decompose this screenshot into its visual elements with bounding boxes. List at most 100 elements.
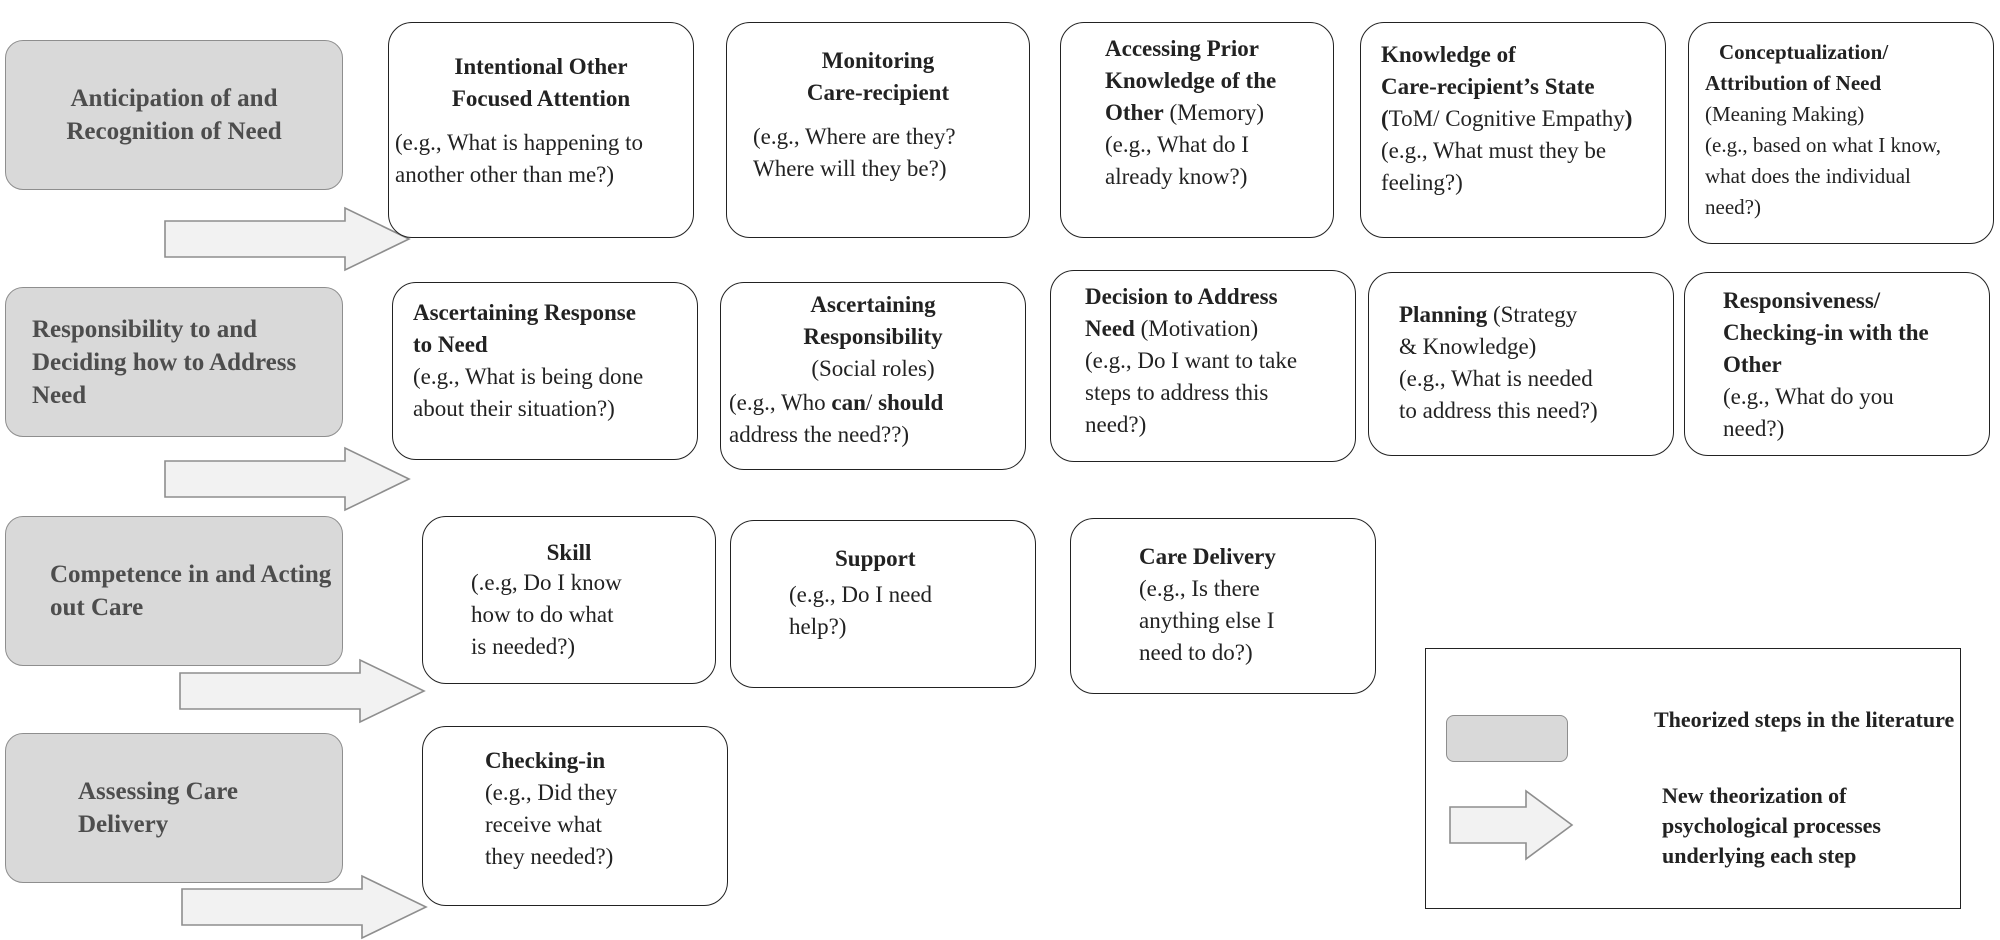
process-example: / bbox=[865, 390, 879, 415]
process-title: Other bbox=[1723, 352, 1782, 377]
process-title: Intentional Other bbox=[454, 54, 628, 79]
process-title: Care-recipient bbox=[806, 80, 950, 105]
arrow-row2 bbox=[164, 446, 411, 512]
process-example: (e.g., Did they bbox=[485, 780, 618, 805]
process-subtitle: (Social roles) bbox=[811, 356, 935, 381]
process-example: steps to address this bbox=[1085, 380, 1269, 405]
process-example: Where will they be?) bbox=[753, 156, 947, 181]
process-title: Planning bbox=[1399, 302, 1488, 327]
legend-line: Theorized steps in the bbox=[1654, 707, 1860, 732]
process-subtitle: (Strategy bbox=[1487, 302, 1578, 327]
step-line: Deciding how to bbox=[32, 348, 205, 376]
process-decision-to-address: Decision to Address Need (Motivation) (e… bbox=[1050, 270, 1356, 462]
process-example: need to do?) bbox=[1139, 640, 1253, 665]
process-title: Responsiveness/ bbox=[1723, 288, 1881, 313]
process-title: Knowledge of the bbox=[1105, 68, 1277, 93]
process-title: Knowledge of bbox=[1381, 42, 1516, 67]
process-accessing-prior-knowledge: Accessing Prior Knowledge of the Other (… bbox=[1060, 22, 1334, 238]
process-title: Support bbox=[835, 546, 916, 571]
legend-line: literature bbox=[1865, 707, 1955, 732]
process-example: (e.g., What is needed bbox=[1399, 366, 1593, 391]
process-example: (e.g., What must they be bbox=[1381, 138, 1607, 163]
step-line: Responsibility to and bbox=[32, 315, 258, 343]
process-example: (e.g., What is being done bbox=[413, 364, 644, 389]
step-line: Acting out Care bbox=[50, 561, 332, 621]
process-example: how to do what bbox=[471, 602, 614, 627]
process-intentional-attention: Intentional Other Focused Attention (e.g… bbox=[388, 22, 694, 238]
process-title: to Need bbox=[413, 332, 488, 357]
process-example: address the need??) bbox=[729, 422, 910, 447]
process-example: about their situation?) bbox=[413, 396, 615, 421]
step-assessing-care: Assessing Care Delivery bbox=[5, 733, 343, 883]
process-subtitle: ToM/ Cognitive Empathy bbox=[1388, 106, 1625, 131]
process-knowledge-state: Knowledge of Care-recipient’s State (ToM… bbox=[1360, 22, 1666, 238]
process-support: Support (e.g., Do I need help?) bbox=[730, 520, 1036, 688]
legend-line: New theorization of bbox=[1662, 783, 1847, 808]
process-subtitle: & Knowledge) bbox=[1399, 334, 1537, 359]
process-example: anything else I bbox=[1139, 608, 1275, 633]
arrow-row4 bbox=[181, 874, 428, 940]
process-care-delivery: Care Delivery (e.g., Is there anything e… bbox=[1070, 518, 1376, 694]
arrow-row1 bbox=[164, 206, 411, 272]
process-title: Monitoring bbox=[821, 48, 935, 73]
process-example: receive what bbox=[485, 812, 602, 837]
step-line: Assessing Care bbox=[78, 778, 238, 805]
process-conceptualization: Conceptualization/ Attribution of Need (… bbox=[1688, 22, 1994, 244]
process-title-paren: ) bbox=[1624, 106, 1633, 131]
process-example: what does the individual bbox=[1705, 164, 1911, 188]
process-title: Focused Attention bbox=[451, 86, 631, 111]
legend-arrow-swatch bbox=[1449, 789, 1574, 861]
process-ascertaining-responsibility: Ascertaining Responsibility (Social role… bbox=[720, 282, 1026, 470]
process-example: (e.g., Is there bbox=[1139, 576, 1260, 601]
process-planning: Planning (Strategy & Knowledge) (e.g., W… bbox=[1368, 272, 1674, 456]
process-responsiveness: Responsiveness/ Checking-in with the Oth… bbox=[1684, 272, 1990, 456]
process-example: feeling?) bbox=[1381, 170, 1463, 195]
process-subtitle: (Meaning Making) bbox=[1705, 102, 1865, 126]
process-example: (.e.g, Do I know bbox=[471, 570, 622, 595]
process-title: Checking-in with the bbox=[1723, 320, 1929, 345]
process-title: Ascertaining Response bbox=[413, 300, 636, 325]
process-checking-in: Checking-in (e.g., Did they receive what… bbox=[422, 726, 728, 906]
process-example: (e.g., Where are they? bbox=[753, 124, 956, 149]
legend-line: underlying each step bbox=[1662, 843, 1857, 868]
process-example: (e.g., What do you bbox=[1723, 384, 1894, 409]
process-example: (e.g., Do I want to take bbox=[1085, 348, 1298, 373]
step-competence-acting: Competence in and Acting out Care bbox=[5, 516, 343, 666]
process-example: (e.g., Do I need bbox=[789, 582, 933, 607]
process-title: Accessing Prior bbox=[1105, 36, 1259, 61]
step-responsibility-deciding: Responsibility to and Deciding how to Ad… bbox=[5, 287, 343, 437]
process-subtitle: (Motivation) bbox=[1134, 316, 1259, 341]
process-title: Responsibility bbox=[803, 324, 943, 349]
process-title-paren: ( bbox=[1381, 106, 1389, 131]
step-line: Anticipation of and bbox=[70, 85, 278, 112]
step-anticipation-recognition: Anticipation of and Recognition of Need bbox=[5, 40, 343, 190]
process-example: need?) bbox=[1705, 195, 1761, 219]
process-example: (e.g., What is happening to bbox=[395, 130, 644, 155]
process-example: (e.g., Who bbox=[729, 390, 832, 415]
process-example: another other than me?) bbox=[395, 162, 615, 187]
process-title: Other bbox=[1105, 100, 1164, 125]
process-title: Ascertaining bbox=[810, 292, 936, 317]
step-line: Address Need bbox=[32, 348, 297, 409]
process-title: Care Delivery bbox=[1139, 544, 1276, 569]
process-example: they needed?) bbox=[485, 844, 614, 869]
process-subtitle: (Memory) bbox=[1163, 100, 1265, 125]
step-line: Recognition of Need bbox=[66, 118, 282, 145]
process-title: Attribution of Need bbox=[1705, 71, 1882, 95]
process-example: need?) bbox=[1085, 412, 1147, 437]
process-example: help?) bbox=[789, 614, 847, 639]
process-example: is needed?) bbox=[471, 634, 576, 659]
arrow-row3 bbox=[179, 658, 426, 724]
process-example: need?) bbox=[1723, 416, 1785, 441]
legend-theorized-label: Theorized steps in the literature bbox=[1654, 705, 1954, 735]
process-ascertaining-response: Ascertaining Response to Need (e.g., Wha… bbox=[392, 282, 698, 460]
process-example: already know?) bbox=[1105, 164, 1248, 189]
step-line: Competence in and bbox=[50, 561, 256, 588]
process-title: Need bbox=[1085, 316, 1135, 341]
legend-line: psychological processes bbox=[1662, 813, 1881, 838]
process-skill: Skill (.e.g, Do I know how to do what is… bbox=[422, 516, 716, 684]
process-example: (e.g., What do I bbox=[1105, 132, 1249, 157]
process-monitoring: Monitoring Care-recipient (e.g., Where a… bbox=[726, 22, 1030, 238]
process-example-emphasis: should bbox=[878, 390, 944, 415]
